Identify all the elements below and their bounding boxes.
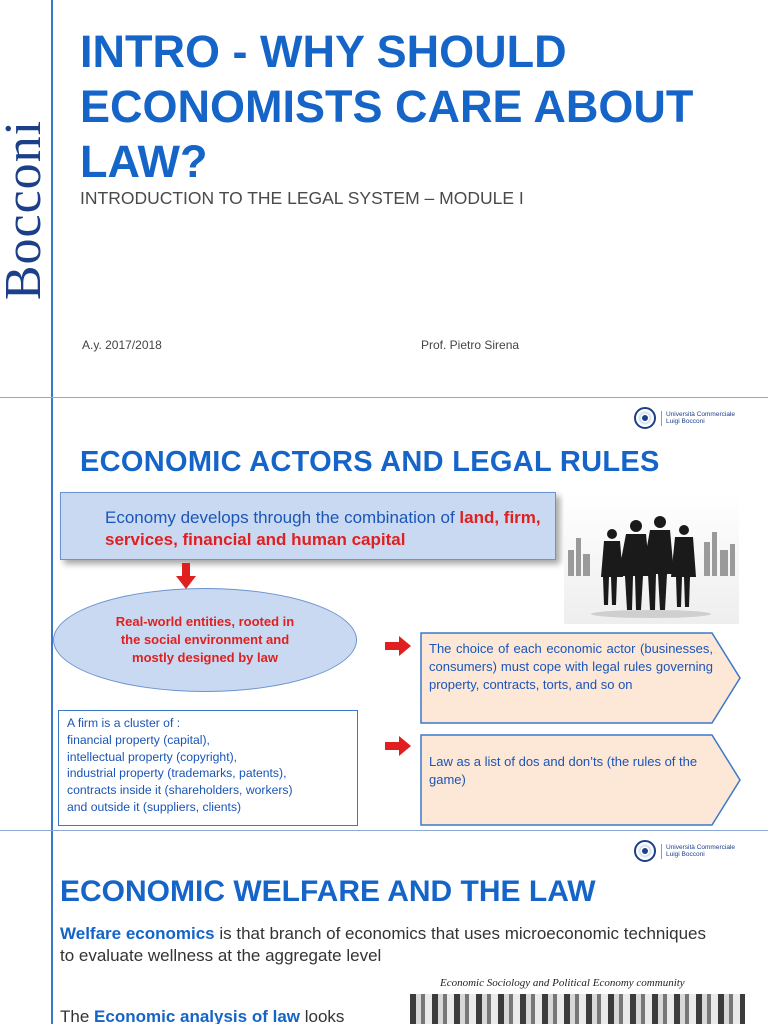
academic-year: A.y. 2017/2018 — [82, 338, 162, 352]
slide-divider — [0, 397, 768, 398]
economy-highlight: land, firm, services, financial and huma… — [105, 508, 541, 549]
seal-icon — [634, 407, 656, 429]
logo-line-1: Università Commerciale — [666, 843, 735, 851]
firm-line: A firm is a cluster of : — [67, 716, 181, 730]
title-slide: Bocconi INTRO - WHY SHOULD ECONOMISTS CA… — [0, 0, 768, 397]
analysis-suffix: looks — [300, 1007, 345, 1024]
welfare-definition: is that branch of economics that uses mi… — [60, 924, 706, 965]
image-caption: Economic Sociology and Political Economy… — [440, 977, 685, 989]
welfare-term: Welfare economics — [60, 924, 215, 943]
analysis-term: Economic analysis of law — [94, 1007, 300, 1024]
slide-subtitle: INTRODUCTION TO THE LEGAL SYSTEM – MODUL… — [80, 188, 524, 208]
university-logo: Università Commerciale Luigi Bocconi — [634, 404, 754, 432]
bocconi-logo: Bocconi — [0, 119, 52, 301]
slide-title: ECONOMIC WELFARE AND THE LAW — [60, 875, 596, 908]
slide-title: INTRO - WHY SHOULD ECONOMISTS CARE ABOUT… — [80, 26, 694, 187]
real-world-entities-ellipse: Real-world entities, rooted in the socia… — [53, 588, 357, 692]
analysis-paragraph: The Economic analysis of law looks — [60, 1007, 344, 1024]
welfare-paragraph: Welfare economics is that branch of econ… — [60, 923, 720, 967]
down-arrow-icon — [176, 563, 196, 589]
firm-line: contracts inside it (shareholders, worke… — [67, 783, 293, 798]
economic-actors-slide: Università Commerciale Luigi Bocconi ECO… — [0, 398, 768, 830]
right-arrow-icon — [385, 636, 411, 656]
logo-line-2: Luigi Bocconi — [666, 851, 705, 858]
analysis-prefix: The — [60, 1007, 95, 1024]
choice-text: The choice of each economic actor (busin… — [429, 641, 713, 692]
firm-line: industrial property (trademarks, patents… — [67, 766, 287, 781]
firm-line: financial property (capital), — [67, 732, 210, 747]
business-people-image — [564, 492, 739, 624]
vertical-rule — [51, 398, 53, 830]
vertical-rule — [51, 831, 53, 1024]
portrait-photo — [410, 994, 745, 1024]
firm-line: intellectual property (copyright), — [67, 749, 238, 764]
law-rules-box: Law as a list of dos and don’ts (the rul… — [420, 734, 742, 826]
seal-icon — [634, 840, 656, 862]
economy-text: Economy develops through the combination… — [105, 508, 460, 527]
university-logo: Università Commerciale Luigi Bocconi — [634, 837, 754, 865]
firm-definition-box: A firm is a cluster of : financial prope… — [58, 710, 358, 826]
slide-divider — [0, 830, 768, 831]
economic-actor-choice-box: The choice of each economic actor (busin… — [420, 632, 742, 724]
vertical-rule — [51, 0, 53, 397]
slide-title: ECONOMIC ACTORS AND LEGAL RULES — [80, 446, 660, 478]
law-text: Law as a list of dos and don’ts (the rul… — [429, 754, 698, 787]
ellipse-text: Real-world entities, rooted in the socia… — [115, 614, 295, 665]
firm-line: and outside it (suppliers, clients) — [67, 799, 242, 814]
professor-name: Prof. Pietro Sirena — [421, 338, 520, 352]
welfare-slide: Università Commerciale Luigi Bocconi ECO… — [0, 831, 768, 1024]
logo-line-2: Luigi Bocconi — [666, 418, 705, 425]
logo-line-1: Università Commerciale — [666, 410, 735, 418]
right-arrow-icon — [385, 736, 411, 756]
economy-box: Economy develops through the combination… — [60, 492, 556, 560]
